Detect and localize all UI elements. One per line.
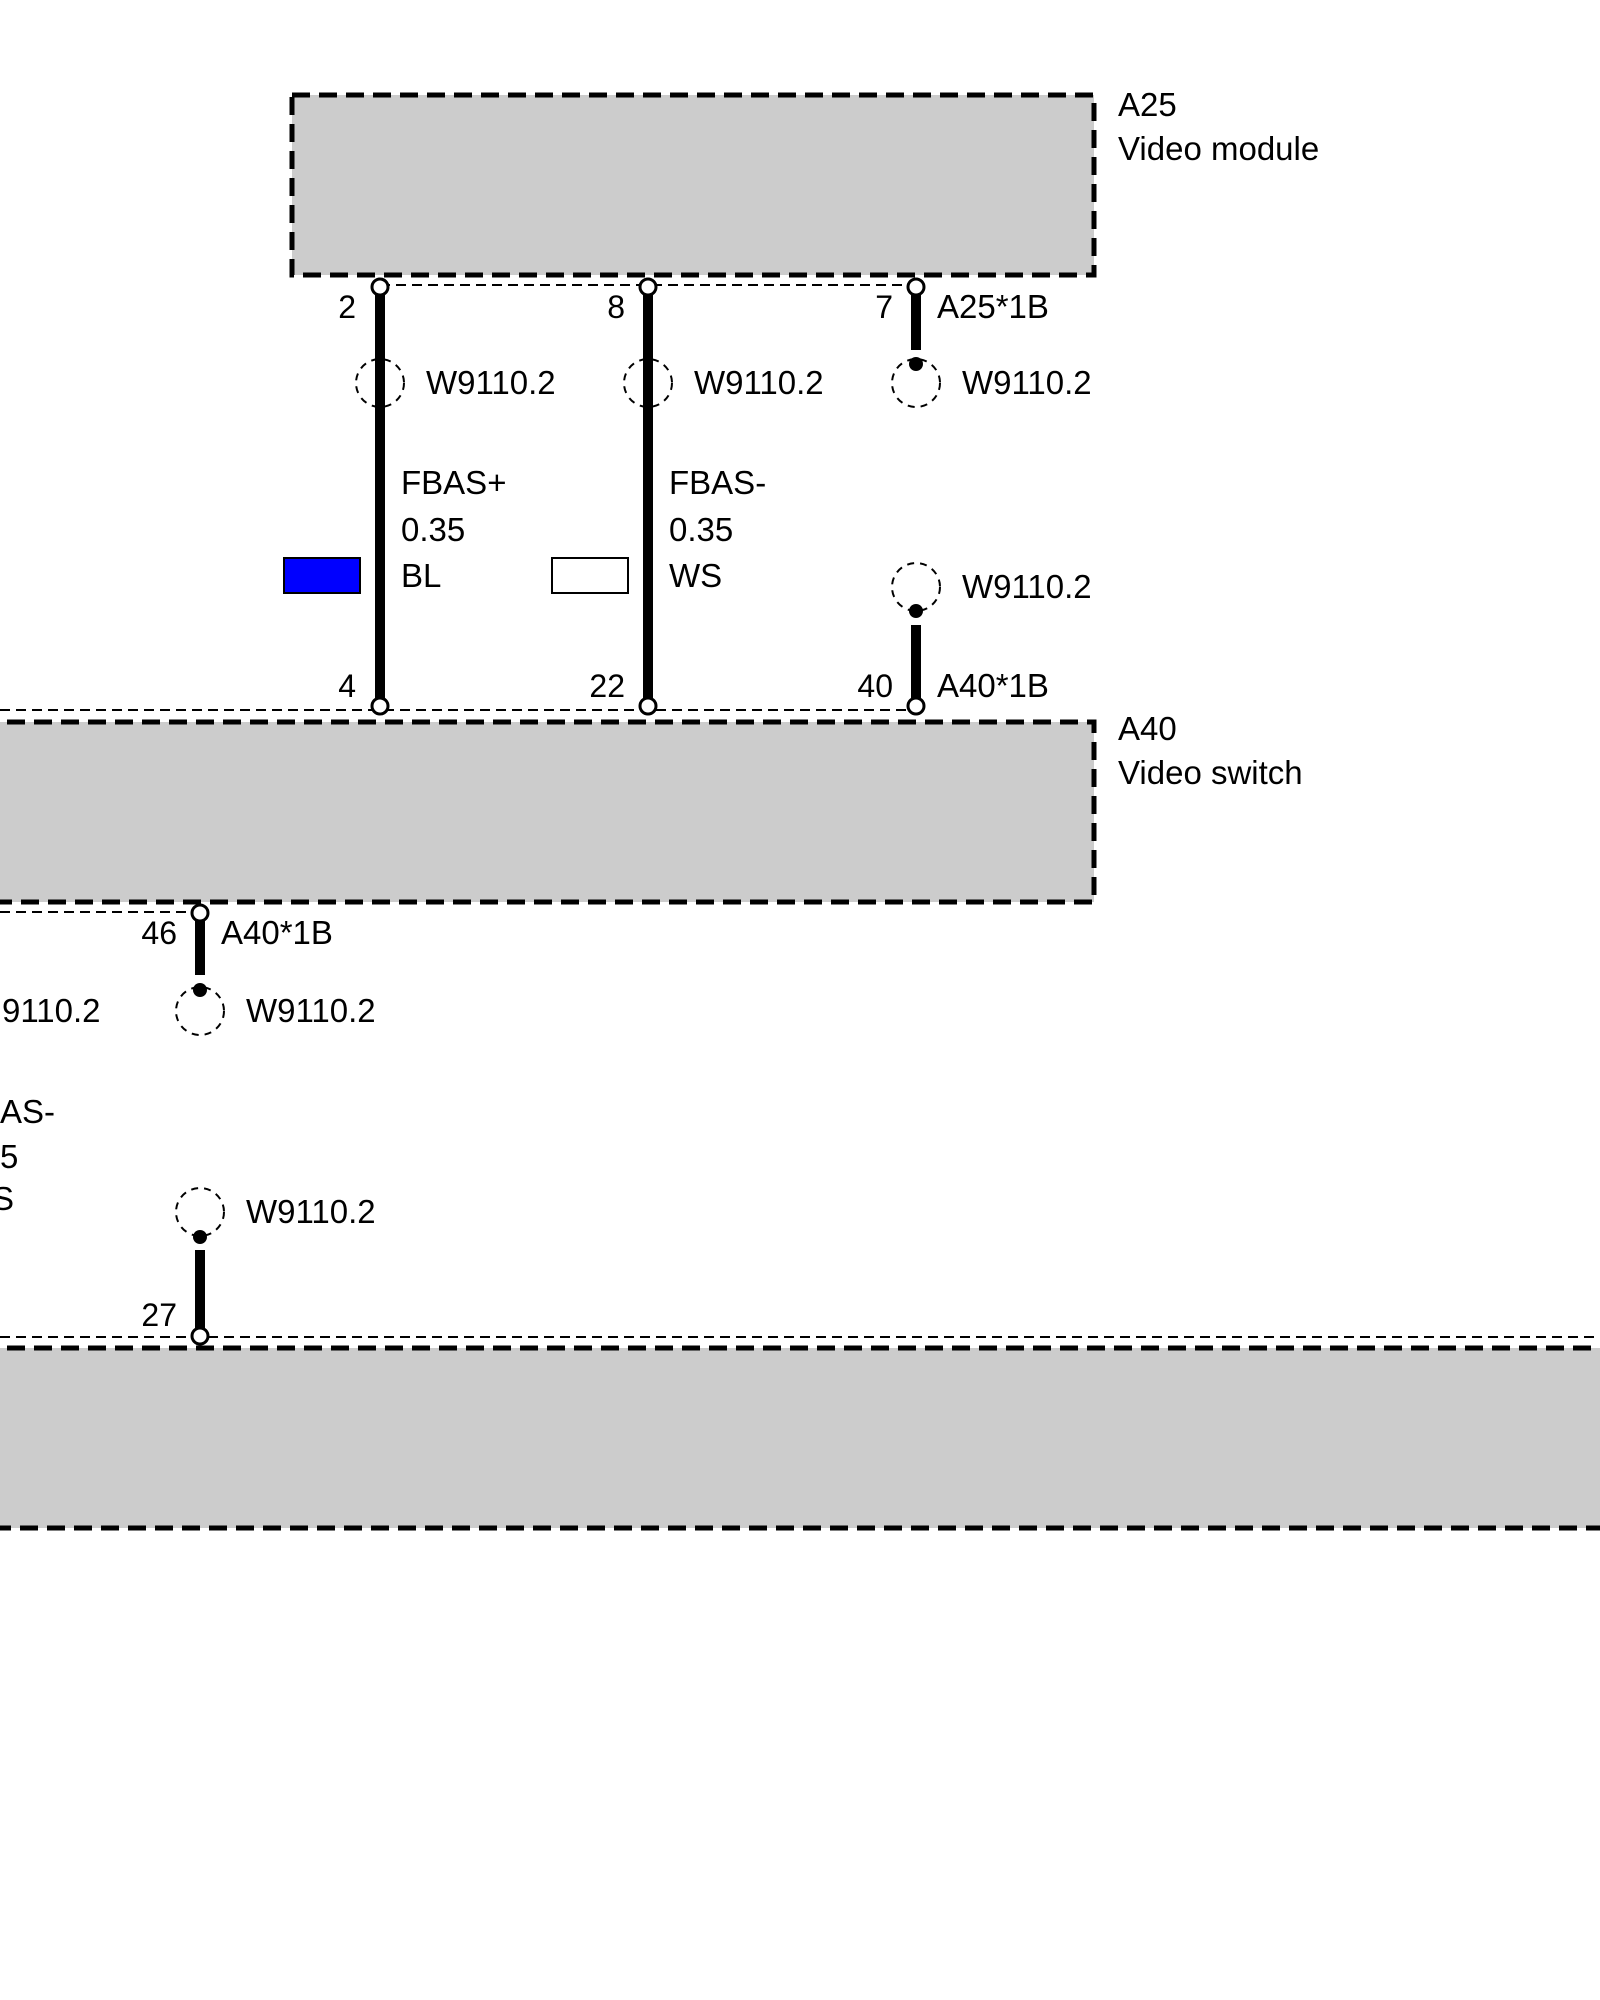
- fbas-plus-gauge: 0.35: [401, 511, 465, 548]
- a40-pin-40-terminal: [906, 696, 926, 716]
- component-lower: [0, 1336, 1600, 1531]
- wire-fbas-minus: 8 W9110.2 FBAS- 0.35 WS 22: [551, 277, 824, 716]
- lower-pin-27-terminal: [190, 1326, 210, 1346]
- a25-pin-7-terminal: [906, 277, 926, 297]
- a40-name: Video switch: [1118, 754, 1303, 791]
- shield-ref-fbas-minus: W9110.2: [694, 364, 824, 401]
- a40-pin-4-terminal: [370, 696, 390, 716]
- partial-wire-color-code: S: [0, 1180, 14, 1217]
- fbas-minus-gauge: 0.35: [669, 511, 733, 548]
- a40-pin-46: 46: [141, 915, 177, 951]
- a25-name: Video module: [1118, 130, 1319, 167]
- a40-pin-4: 4: [338, 668, 356, 704]
- shield-ref-a40: W9110.2: [962, 568, 1092, 605]
- shield-stub-a40-lower-dot: [193, 983, 207, 997]
- a25-pin-2: 2: [338, 289, 356, 325]
- shield-circle-a40: [891, 562, 941, 612]
- shield-stub-a40-dot: [909, 604, 923, 618]
- shield-stub-lower: W9110.2 27: [141, 1187, 376, 1346]
- shield-stub-a40: W9110.2 40 A40*1B: [857, 562, 1092, 716]
- shield-stub-lower-dot: [193, 1230, 207, 1244]
- fbas-minus-signal: FBAS-: [669, 464, 766, 501]
- shield-circle-a40-lower: [175, 986, 225, 1036]
- a40-pin-40: 40: [857, 668, 893, 704]
- shield-stub-a40-lower: 46 A40*1B W9110.2: [141, 903, 376, 1036]
- shield-ref-lower: W9110.2: [246, 1193, 376, 1230]
- a25-pin-8-terminal: [638, 277, 658, 297]
- shield-circle-a25: [891, 358, 941, 408]
- component-a40: A40 Video switch: [0, 709, 1303, 913]
- shield-circle-lower: [175, 1187, 225, 1237]
- a25-id: A25: [1118, 86, 1177, 123]
- a25-pin-7: 7: [875, 289, 893, 325]
- shield-stub-a25: 7 A25*1B W9110.2: [875, 277, 1092, 408]
- lower-pin-27: 27: [141, 1297, 177, 1333]
- lower-box: [0, 1345, 1600, 1531]
- a40-box: [0, 719, 1097, 905]
- a40-pin-46-terminal: [190, 903, 210, 923]
- a40-connector-id: A40*1B: [937, 667, 1049, 704]
- a40-pin-22: 22: [589, 668, 625, 704]
- shield-ref-a40-lower: W9110.2: [246, 992, 376, 1029]
- shield-circle-fbas-plus: [355, 358, 405, 408]
- wire-fbas-plus: 2 W9110.2 FBAS+ 0.35 BL 4: [283, 277, 556, 716]
- fbas-minus-color-swatch: [551, 557, 629, 594]
- shield-ref-a25: W9110.2: [962, 364, 1092, 401]
- partial-wire-signal: AS-: [0, 1093, 55, 1130]
- shield-circle-fbas-minus: [623, 358, 673, 408]
- shield-stub-a25-dot: [909, 357, 923, 371]
- a25-pin-2-terminal: [370, 277, 390, 297]
- a40-id: A40: [1118, 710, 1177, 747]
- shield-ref-fbas-plus: W9110.2: [426, 364, 556, 401]
- a25-connector-id: A25*1B: [937, 288, 1049, 325]
- a25-pin-8: 8: [607, 289, 625, 325]
- fbas-plus-color-swatch: [283, 557, 361, 594]
- partial-wire-gauge: 5: [0, 1138, 18, 1175]
- fbas-plus-color-code: BL: [401, 557, 441, 594]
- a40-pin-22-terminal: [638, 696, 658, 716]
- fbas-minus-color-code: WS: [669, 557, 722, 594]
- fbas-plus-signal: FBAS+: [401, 464, 506, 501]
- component-a25: A25 Video module: [289, 86, 1319, 286]
- partial-left-labels: 9110.2 AS- 5 S: [0, 992, 100, 1217]
- a40-lower-connector-id: A40*1B: [221, 914, 333, 951]
- a25-box: [289, 92, 1097, 278]
- partial-shield-ref: 9110.2: [2, 992, 100, 1029]
